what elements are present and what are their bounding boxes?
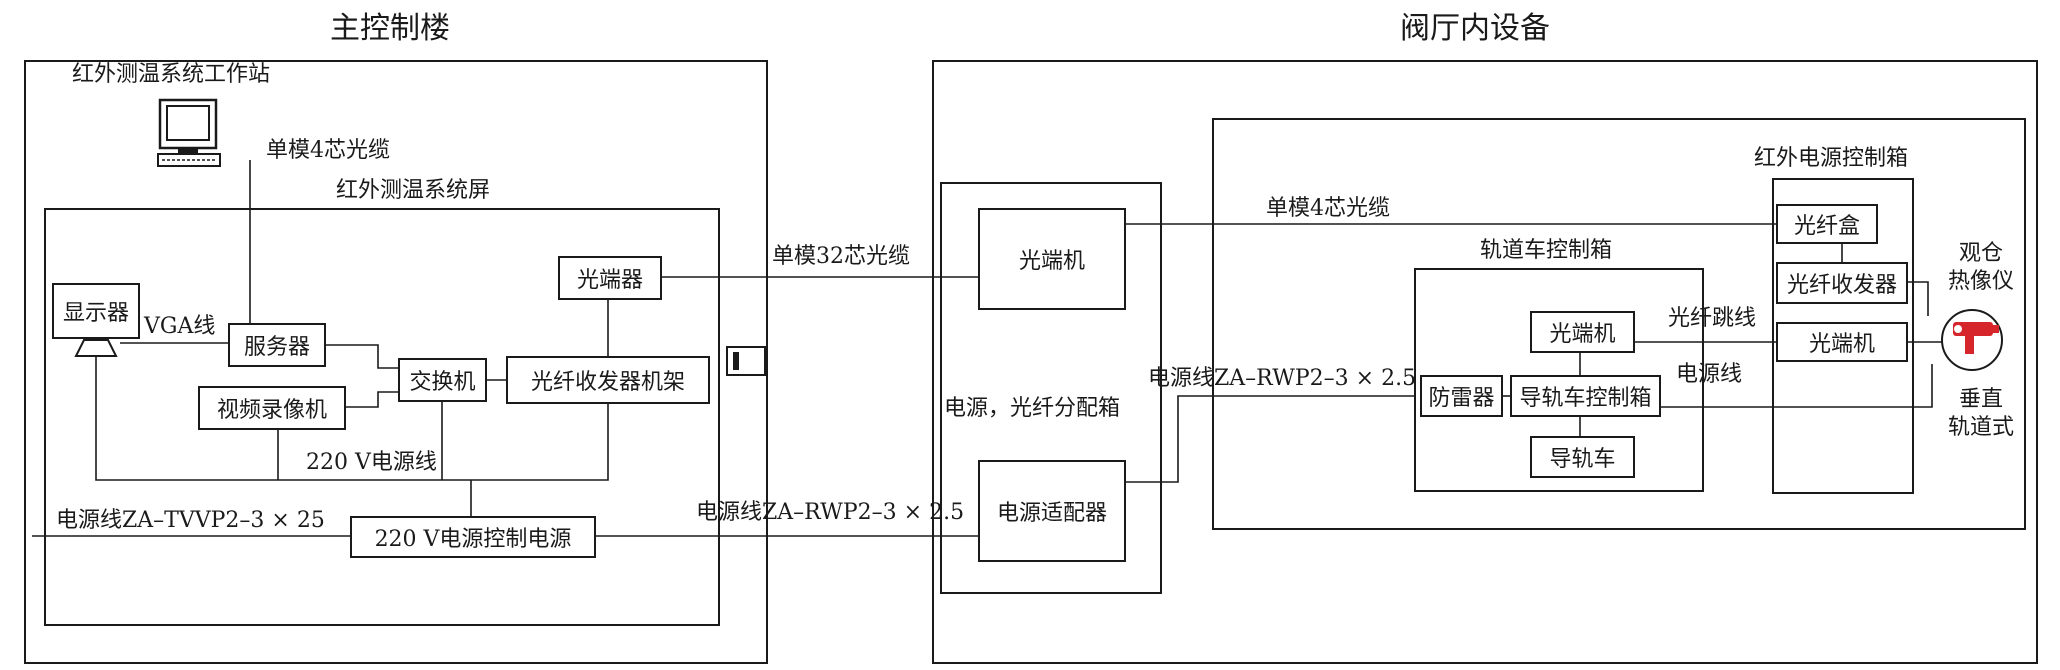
camera-label-top: 观仓 热像仪 — [1947, 241, 2014, 294]
ir-power-box-frame — [1772, 178, 1914, 494]
main-building-frame — [24, 60, 768, 664]
ir-screen-frame — [44, 208, 720, 626]
rail-controller-box: 导轨车控制箱 — [1510, 375, 1661, 417]
workstation-label: 红外测温系统工作站 — [72, 62, 271, 87]
power-control-box: 220 V电源控制电源 — [350, 516, 596, 558]
power-bus — [95, 356, 609, 481]
workstation-icon — [157, 98, 221, 167]
fiber-box: 光纤盒 — [1776, 204, 1878, 244]
fiber-transceiver-box: 光纤收发器 — [1776, 262, 1908, 304]
valve-inner-frame — [1212, 118, 2026, 530]
power-rwp-mid-label: 电源线ZA–RWP2–3 × 2.5 — [1148, 366, 1417, 391]
ir-power-box-title: 红外电源控制箱 — [1754, 146, 1909, 171]
camera-label-bottom: 垂直 轨道式 — [1947, 387, 2014, 440]
server-box: 服务器 — [228, 323, 326, 367]
ir-screen-label: 红外测温系统屏 — [336, 178, 491, 203]
valve-hall-title: 阀厅内设备 — [1400, 11, 1550, 46]
valve-hall-frame — [932, 60, 2038, 664]
power-to-camera — [1661, 364, 1933, 408]
thermal-camera-icon — [1941, 309, 2003, 371]
rail-box-title: 轨道车控制箱 — [1480, 238, 1613, 263]
adapter-lightning-line — [1126, 395, 1416, 483]
main-building-title: 主控制楼 — [330, 11, 450, 46]
server-switch-line — [326, 344, 398, 369]
vga-label: VGA线 — [144, 314, 216, 339]
recorder-switch-line — [346, 391, 398, 408]
display-stand-icon — [74, 339, 118, 357]
cable-top-label: 单模4芯光缆 — [266, 138, 390, 163]
power-rwp-left-label: 电源线ZA–RWP2–3 × 2.5 — [696, 500, 965, 525]
optical-terminal-box: 光端器 — [558, 256, 662, 300]
distribution-box-frame — [940, 182, 1162, 594]
cable-4-right-label: 单模4芯光缆 — [1266, 196, 1390, 221]
cable-32-label: 单模32芯光缆 — [772, 244, 910, 269]
fiber-rack-box: 光纤收发器机架 — [506, 356, 710, 404]
rail-car-box: 导轨车 — [1530, 436, 1635, 478]
distribution-label: 电源，光纤分配箱 — [944, 396, 1121, 421]
power-in-label: 电源线ZA–TVVP2–3 × 25 — [56, 508, 325, 533]
transceiver-camera — [1908, 281, 1929, 316]
ir-optical-machine-box: 光端机 — [1776, 322, 1908, 362]
switch-box: 交换机 — [398, 358, 487, 402]
power-line-220-label: 220 V电源线 — [306, 450, 437, 475]
display-box: 显示器 — [52, 283, 140, 339]
fiber-jumper-label: 光纤跳线 — [1668, 306, 1757, 331]
rail-box-frame — [1414, 268, 1704, 492]
rail-optical-machine-box: 光端机 — [1530, 311, 1635, 353]
dist-optical-machine-box: 光端机 — [978, 208, 1126, 310]
video-recorder-box: 视频录像机 — [198, 386, 346, 430]
power-adapter-box: 电源适配器 — [978, 460, 1126, 562]
lightning-protector-box: 防雷器 — [1420, 375, 1503, 417]
rail-power-line-label: 电源线 — [1676, 362, 1743, 387]
connector-icon — [726, 346, 766, 376]
